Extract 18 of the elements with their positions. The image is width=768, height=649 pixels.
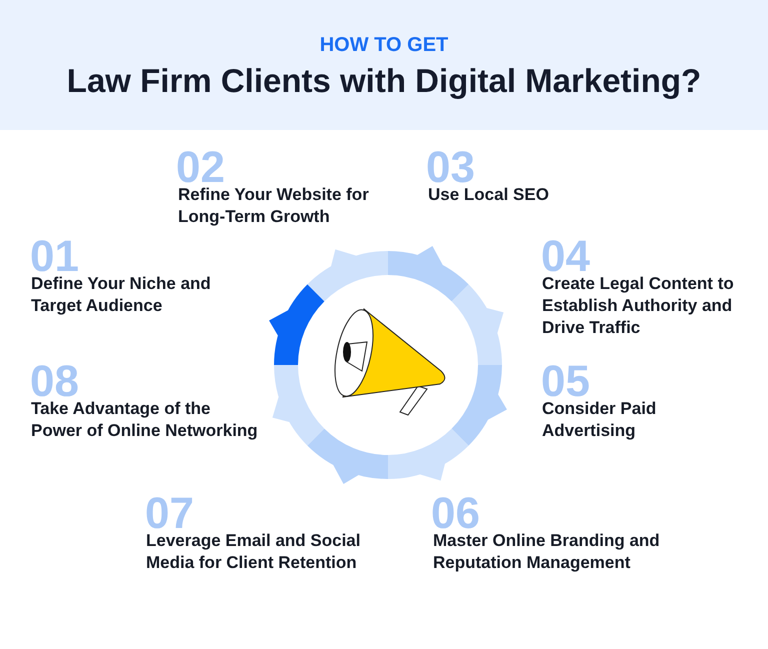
page-title: Law Firm Clients with Digital Marketing? <box>66 62 702 100</box>
step-number: 01 <box>30 241 79 273</box>
step-title: Master Online Branding and Reputation Management <box>433 530 660 574</box>
step-title: Refine Your Website for Long-Term Growth <box>178 184 369 228</box>
step-number: 02 <box>176 152 225 184</box>
step-number: 06 <box>431 498 480 530</box>
step-number: 04 <box>541 241 590 273</box>
step-number: 03 <box>426 152 475 184</box>
step-number: 08 <box>30 366 79 398</box>
step-number: 07 <box>145 498 194 530</box>
step-title: Create Legal Content to Establish Authority and Drive Traffic <box>542 273 734 339</box>
step-title: Define Your Niche and Target Audience <box>31 273 211 317</box>
step-title: Take Advantage of the Power of Online Networking <box>31 398 258 442</box>
heading-kicker: HOW TO GET <box>320 33 448 57</box>
step-title: Leverage Email and Social Media for Client Retention <box>146 530 360 574</box>
step-title: Consider Paid Advertising <box>542 398 656 442</box>
step-title: Use Local SEO <box>428 184 549 206</box>
step-number: 05 <box>541 366 590 398</box>
